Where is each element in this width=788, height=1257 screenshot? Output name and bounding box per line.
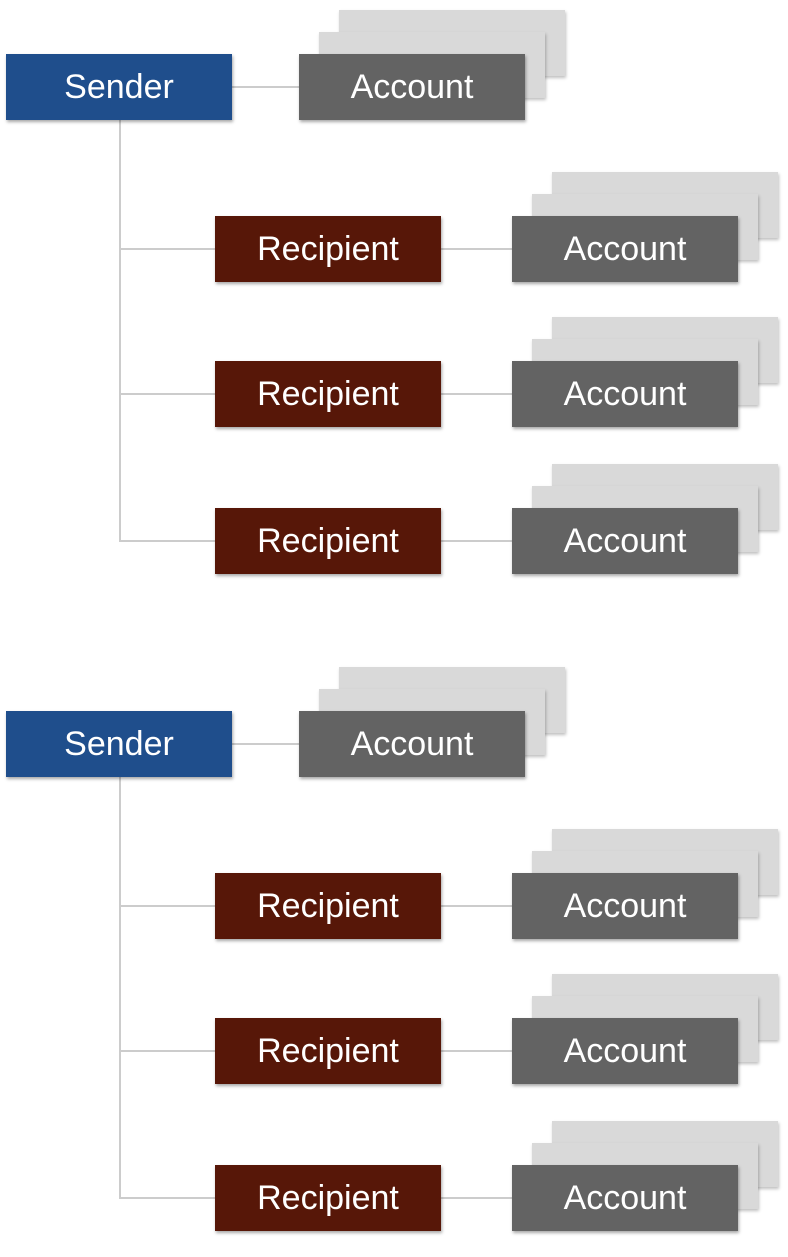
recipient-box[interactable]: Recipient: [215, 216, 441, 282]
recipient-account-connector: [440, 393, 512, 395]
recipient-branch-connector: [119, 248, 215, 250]
recipient-branch-connector: [119, 540, 215, 542]
sender-account-connector: [232, 86, 299, 88]
recipient-account-box[interactable]: Account: [512, 361, 738, 427]
recipient-account-box[interactable]: Account: [512, 216, 738, 282]
recipient-box[interactable]: Recipient: [215, 873, 441, 939]
recipient-account-box[interactable]: Account: [512, 508, 738, 574]
recipient-account-connector: [440, 540, 512, 542]
sender-box[interactable]: Sender: [6, 54, 232, 120]
trunk-connector: [119, 120, 121, 542]
recipient-box[interactable]: Recipient: [215, 1165, 441, 1231]
recipient-account-box[interactable]: Account: [512, 873, 738, 939]
sender-group-1: Sender Account Recipient Account Recipie…: [0, 0, 788, 600]
recipient-branch-connector: [119, 1197, 215, 1199]
recipient-branch-connector: [119, 905, 215, 907]
recipient-branch-connector: [119, 1050, 215, 1052]
recipient-account-box[interactable]: Account: [512, 1165, 738, 1231]
recipient-account-connector: [440, 905, 512, 907]
recipient-account-connector: [440, 1197, 512, 1199]
recipient-box[interactable]: Recipient: [215, 508, 441, 574]
sender-group-2: Sender Account Recipient Account Recipie…: [0, 657, 788, 1257]
recipient-box[interactable]: Recipient: [215, 1018, 441, 1084]
recipient-account-connector: [440, 248, 512, 250]
sender-account-connector: [232, 743, 299, 745]
recipient-account-connector: [440, 1050, 512, 1052]
sender-account-box[interactable]: Account: [299, 54, 525, 120]
sender-box[interactable]: Sender: [6, 711, 232, 777]
trunk-connector: [119, 777, 121, 1199]
recipient-box[interactable]: Recipient: [215, 361, 441, 427]
recipient-account-box[interactable]: Account: [512, 1018, 738, 1084]
recipient-branch-connector: [119, 393, 215, 395]
sender-account-box[interactable]: Account: [299, 711, 525, 777]
